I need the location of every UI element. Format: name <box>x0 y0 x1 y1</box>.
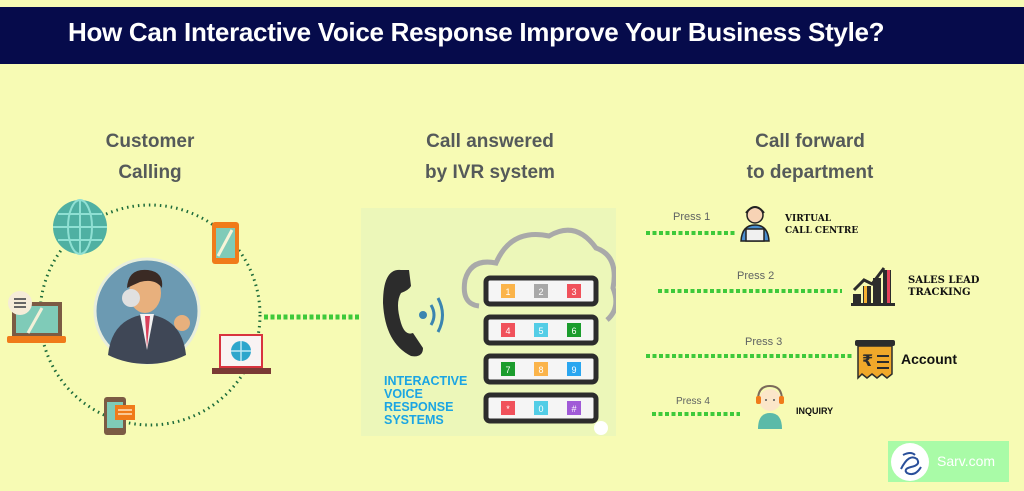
virtual-call-centre-icon <box>740 206 770 242</box>
keypad-key <box>501 401 515 415</box>
page-title: How Can Interactive Voice Response Impro… <box>68 17 885 47</box>
keypad-key-label: 9 <box>571 365 576 375</box>
keypad-key-label: 0 <box>538 404 543 414</box>
cloud-icon <box>461 227 616 322</box>
ivr-label: INTERACTIVE VOICE RESPONSE SYSTEMS <box>384 374 468 427</box>
keypad-key-label: 8 <box>538 365 543 375</box>
keypad-key <box>534 401 548 415</box>
keypad-key-label: 2 <box>538 287 543 297</box>
press-4-label: Press 4 <box>676 396 710 407</box>
laptop-globe-icon <box>212 334 271 374</box>
heading-customer-calling: Customer Calling <box>105 131 195 183</box>
orbit-path <box>38 203 262 427</box>
phone-chat-icon <box>104 397 135 435</box>
sarv-watermark-icon <box>594 421 608 435</box>
sarv-logo[interactable]: Sarv.com <box>888 441 1009 482</box>
keypad-key <box>534 362 548 376</box>
signal-waves-icon <box>419 297 444 333</box>
customer-avatar <box>93 257 201 365</box>
keypad-key-label: 3 <box>571 287 576 297</box>
phone-handset-icon <box>383 269 423 357</box>
keypad-key <box>501 362 515 376</box>
keypad-key <box>567 362 581 376</box>
keypad-key <box>567 323 581 337</box>
keypad-key <box>534 323 548 337</box>
connector-customer-to-ivr <box>264 314 360 320</box>
ivr-illustration: 1 2 3 4 5 6 7 8 9 * 0 # <box>383 227 616 435</box>
route-connectors <box>646 231 854 416</box>
dept-account: Account <box>901 351 957 367</box>
keypad-key-label: 6 <box>571 326 576 336</box>
laptop-chat-icon <box>7 291 66 343</box>
dept-sales-lead-tracking: SALES LEAD TRACKING <box>908 275 980 298</box>
keypad-key-label: 4 <box>505 326 510 336</box>
dept-virtual-call-centre: VIRTUAL CALL CENTRE <box>785 214 859 236</box>
press-1-label: Press 1 <box>673 211 711 223</box>
keypad-key <box>567 401 581 415</box>
keypad-key-label: 1 <box>505 287 510 297</box>
dept-inquiry: INQUIRY <box>796 406 834 416</box>
heading-ivr: Call answered by IVR system <box>425 131 555 183</box>
keypad-key-label: * <box>506 404 510 414</box>
customer-calling-illustration <box>7 199 271 435</box>
keypad-key <box>501 284 515 298</box>
support-agent-icon <box>756 384 784 429</box>
press-2-label: Press 2 <box>737 270 775 282</box>
heading-forward: Call forward to department <box>746 131 874 183</box>
keypad-key <box>567 284 581 298</box>
press-3-label: Press 3 <box>745 336 783 348</box>
title-banner: How Can Interactive Voice Response Impro… <box>0 7 1024 64</box>
ivr-keypad: 1 2 3 4 5 6 7 8 9 * 0 # <box>483 275 599 424</box>
keypad-key <box>501 323 515 337</box>
keypad-key-label: 5 <box>538 326 543 336</box>
globe-icon <box>53 199 107 255</box>
sales-chart-icon <box>851 267 895 306</box>
tablet-icon <box>212 222 239 264</box>
keypad-key-label: # <box>571 404 576 414</box>
keypad-key-label: 7 <box>505 365 510 375</box>
sarv-logo-icon <box>891 443 929 481</box>
invoice-icon: ₹ <box>855 340 895 380</box>
keypad-key <box>534 284 548 298</box>
svg-text:₹: ₹ <box>862 351 873 370</box>
sarv-brand-name: Sarv.com <box>937 453 996 469</box>
